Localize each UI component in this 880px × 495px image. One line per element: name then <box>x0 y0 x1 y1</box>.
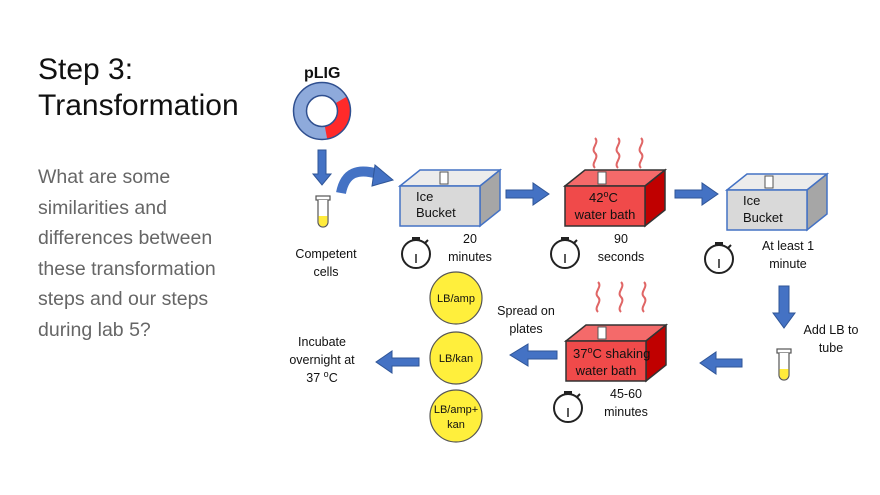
question-line: differences between <box>38 227 213 249</box>
timer-1-label: 20 <box>463 232 477 246</box>
slide-title: Step 3: Transformation <box>38 52 239 124</box>
arrow-left-icon <box>699 351 743 375</box>
timer-2-label: 90 <box>614 232 628 246</box>
degree-symbol: o <box>587 345 592 355</box>
question-line: during lab 5? <box>38 318 151 341</box>
degree-symbol: o <box>324 369 329 379</box>
plate-lb-amp <box>429 271 483 325</box>
degree-symbol: o <box>603 189 608 199</box>
incubate-label: 37 oC <box>306 369 337 385</box>
heat-wave-icon <box>595 281 647 313</box>
water-bath-42-temp: 42oC <box>589 189 618 205</box>
arrow-right-icon <box>505 182 550 206</box>
heat-wave-icon <box>592 137 644 169</box>
ice-bucket-2 <box>724 172 830 232</box>
arrow-down-icon <box>772 285 796 329</box>
temp-value: 37 <box>573 346 587 361</box>
tube-icon <box>315 195 331 228</box>
question-text: What are some similarities and differenc… <box>38 162 253 345</box>
tube-icon <box>776 348 792 381</box>
stopwatch-icon <box>401 236 431 269</box>
plate-lb-amp-label: LB/amp <box>437 293 475 305</box>
incubate-label: overnight at <box>289 353 355 367</box>
plasmid-label: pLIG <box>304 65 340 82</box>
spread-label: plates <box>509 322 542 336</box>
incubate-temp: 37 <box>306 371 323 385</box>
ice-bucket-2-label: Ice <box>743 193 760 208</box>
arrow-left-icon <box>375 350 420 374</box>
title-line-2: Transformation <box>38 89 239 122</box>
timer-3-label: At least 1 <box>762 239 814 253</box>
shaking-bath-temp: 37oC shaking <box>573 345 650 361</box>
stopwatch-icon <box>553 390 583 423</box>
spread-label: Spread on <box>497 304 555 318</box>
curved-arrow-icon <box>336 166 380 195</box>
arrow-left-icon <box>509 343 558 367</box>
ice-bucket-1-label: Bucket <box>416 205 456 220</box>
timer-1-label: minutes <box>448 250 492 264</box>
water-bath-42 <box>562 168 668 228</box>
temp-unit: C shaking <box>592 346 650 361</box>
timer-2-label: seconds <box>598 250 645 264</box>
arrow-right-icon <box>674 182 719 206</box>
competent-cells-label: Competent <box>295 247 357 261</box>
question-line: similarities and <box>38 196 167 219</box>
incubate-unit: C <box>329 371 338 385</box>
arrow-down-icon <box>311 149 333 186</box>
timer-4-label: minutes <box>604 405 648 419</box>
stopwatch-icon <box>550 236 580 269</box>
title-line-1: Step 3: <box>38 53 134 86</box>
ice-bucket-2-label: Bucket <box>743 210 783 225</box>
timer-3-label: minute <box>769 257 807 271</box>
stopwatch-icon <box>704 241 734 274</box>
plate-lb-kan <box>429 331 483 385</box>
water-bath-42-label: water bath <box>574 207 636 222</box>
shaking-bath-label: water bath <box>575 363 637 378</box>
temp-value: 42 <box>589 190 603 205</box>
plate-lb-amp-kan <box>429 389 483 443</box>
ice-bucket-1-label: Ice <box>416 189 433 204</box>
timer-4-label: 45-60 <box>610 387 642 401</box>
plate-lb-amp-kan-label: LB/amp+ <box>434 404 478 416</box>
plasmid-icon <box>292 81 352 141</box>
question-line: steps and our steps <box>38 288 209 310</box>
plate-lb-amp-kan-label: kan <box>447 419 465 431</box>
add-lb-label: tube <box>819 341 843 355</box>
plate-lb-kan-label: LB/kan <box>439 353 473 365</box>
shaking-water-bath-37 <box>563 323 669 383</box>
question-line: these transformation <box>38 257 216 280</box>
curved-arrow-head-icon <box>371 164 395 187</box>
incubate-label: Incubate <box>298 335 346 349</box>
add-lb-label: Add LB to <box>804 323 859 337</box>
question-line: What are some <box>38 166 171 188</box>
competent-cells-label: cells <box>313 265 338 279</box>
ice-bucket-1 <box>397 168 503 228</box>
temp-unit: C <box>608 190 617 205</box>
